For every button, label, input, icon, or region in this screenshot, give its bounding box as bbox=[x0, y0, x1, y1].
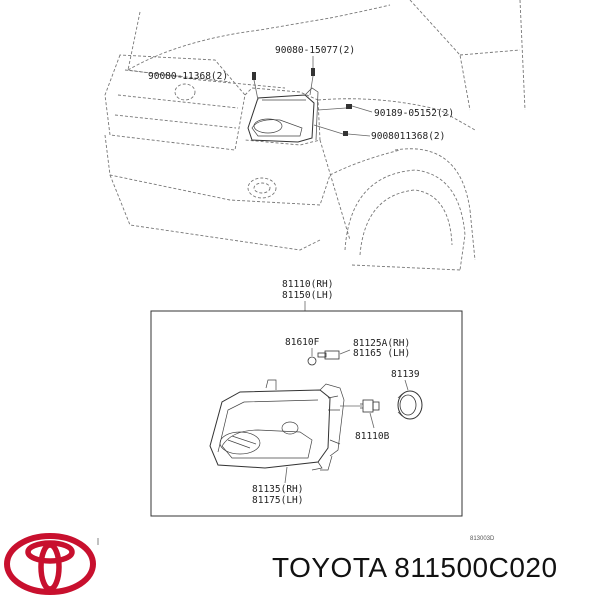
headlamp-bulb-icon bbox=[360, 399, 380, 413]
callout-90189-05152: 90189-05152(2) bbox=[374, 108, 454, 119]
callout-81610f: 81610F bbox=[285, 337, 320, 348]
callout-81165-lh: 81165 (LH) bbox=[353, 348, 410, 359]
small-bulb-icon bbox=[307, 348, 317, 366]
drawing-number: 813003D bbox=[470, 536, 495, 542]
toyota-logo-icon bbox=[4, 533, 96, 595]
dust-cap-icon bbox=[397, 390, 423, 420]
callout-9008011368: 9008011368(2) bbox=[371, 131, 445, 142]
callout-81175-lh: 81175(LH) bbox=[252, 495, 303, 506]
callout-81125a-rh: 81125A(RH) bbox=[353, 338, 410, 349]
vehicle-headlamp-drawing bbox=[247, 87, 319, 143]
callout-90080-15077: 90080-15077(2) bbox=[275, 45, 355, 56]
callout-81150-lh: 81150(LH) bbox=[282, 290, 333, 301]
callout-81139: 81139 bbox=[391, 369, 420, 380]
bulb-socket-icon bbox=[317, 349, 351, 360]
top-leader-lines bbox=[253, 56, 373, 137]
socket-leader-line bbox=[369, 412, 375, 429]
headlamp-unit-drawing bbox=[209, 379, 345, 471]
callout-90080-11368: 90080-11368(2) bbox=[148, 71, 228, 82]
brand-part-number: TOYOTA 811500C020 bbox=[272, 552, 558, 583]
vehicle-front-drawing bbox=[104, 0, 526, 271]
cap-leader-line bbox=[404, 379, 409, 391]
detail-box bbox=[150, 310, 463, 517]
bolt-icon-group bbox=[252, 68, 352, 136]
callout-81135-rh: 81135(RH) bbox=[252, 484, 303, 495]
callout-81110-rh: 81110(RH) bbox=[282, 279, 333, 290]
callout-81110b: 81110B bbox=[355, 431, 390, 442]
unit-leader-line bbox=[284, 466, 288, 484]
